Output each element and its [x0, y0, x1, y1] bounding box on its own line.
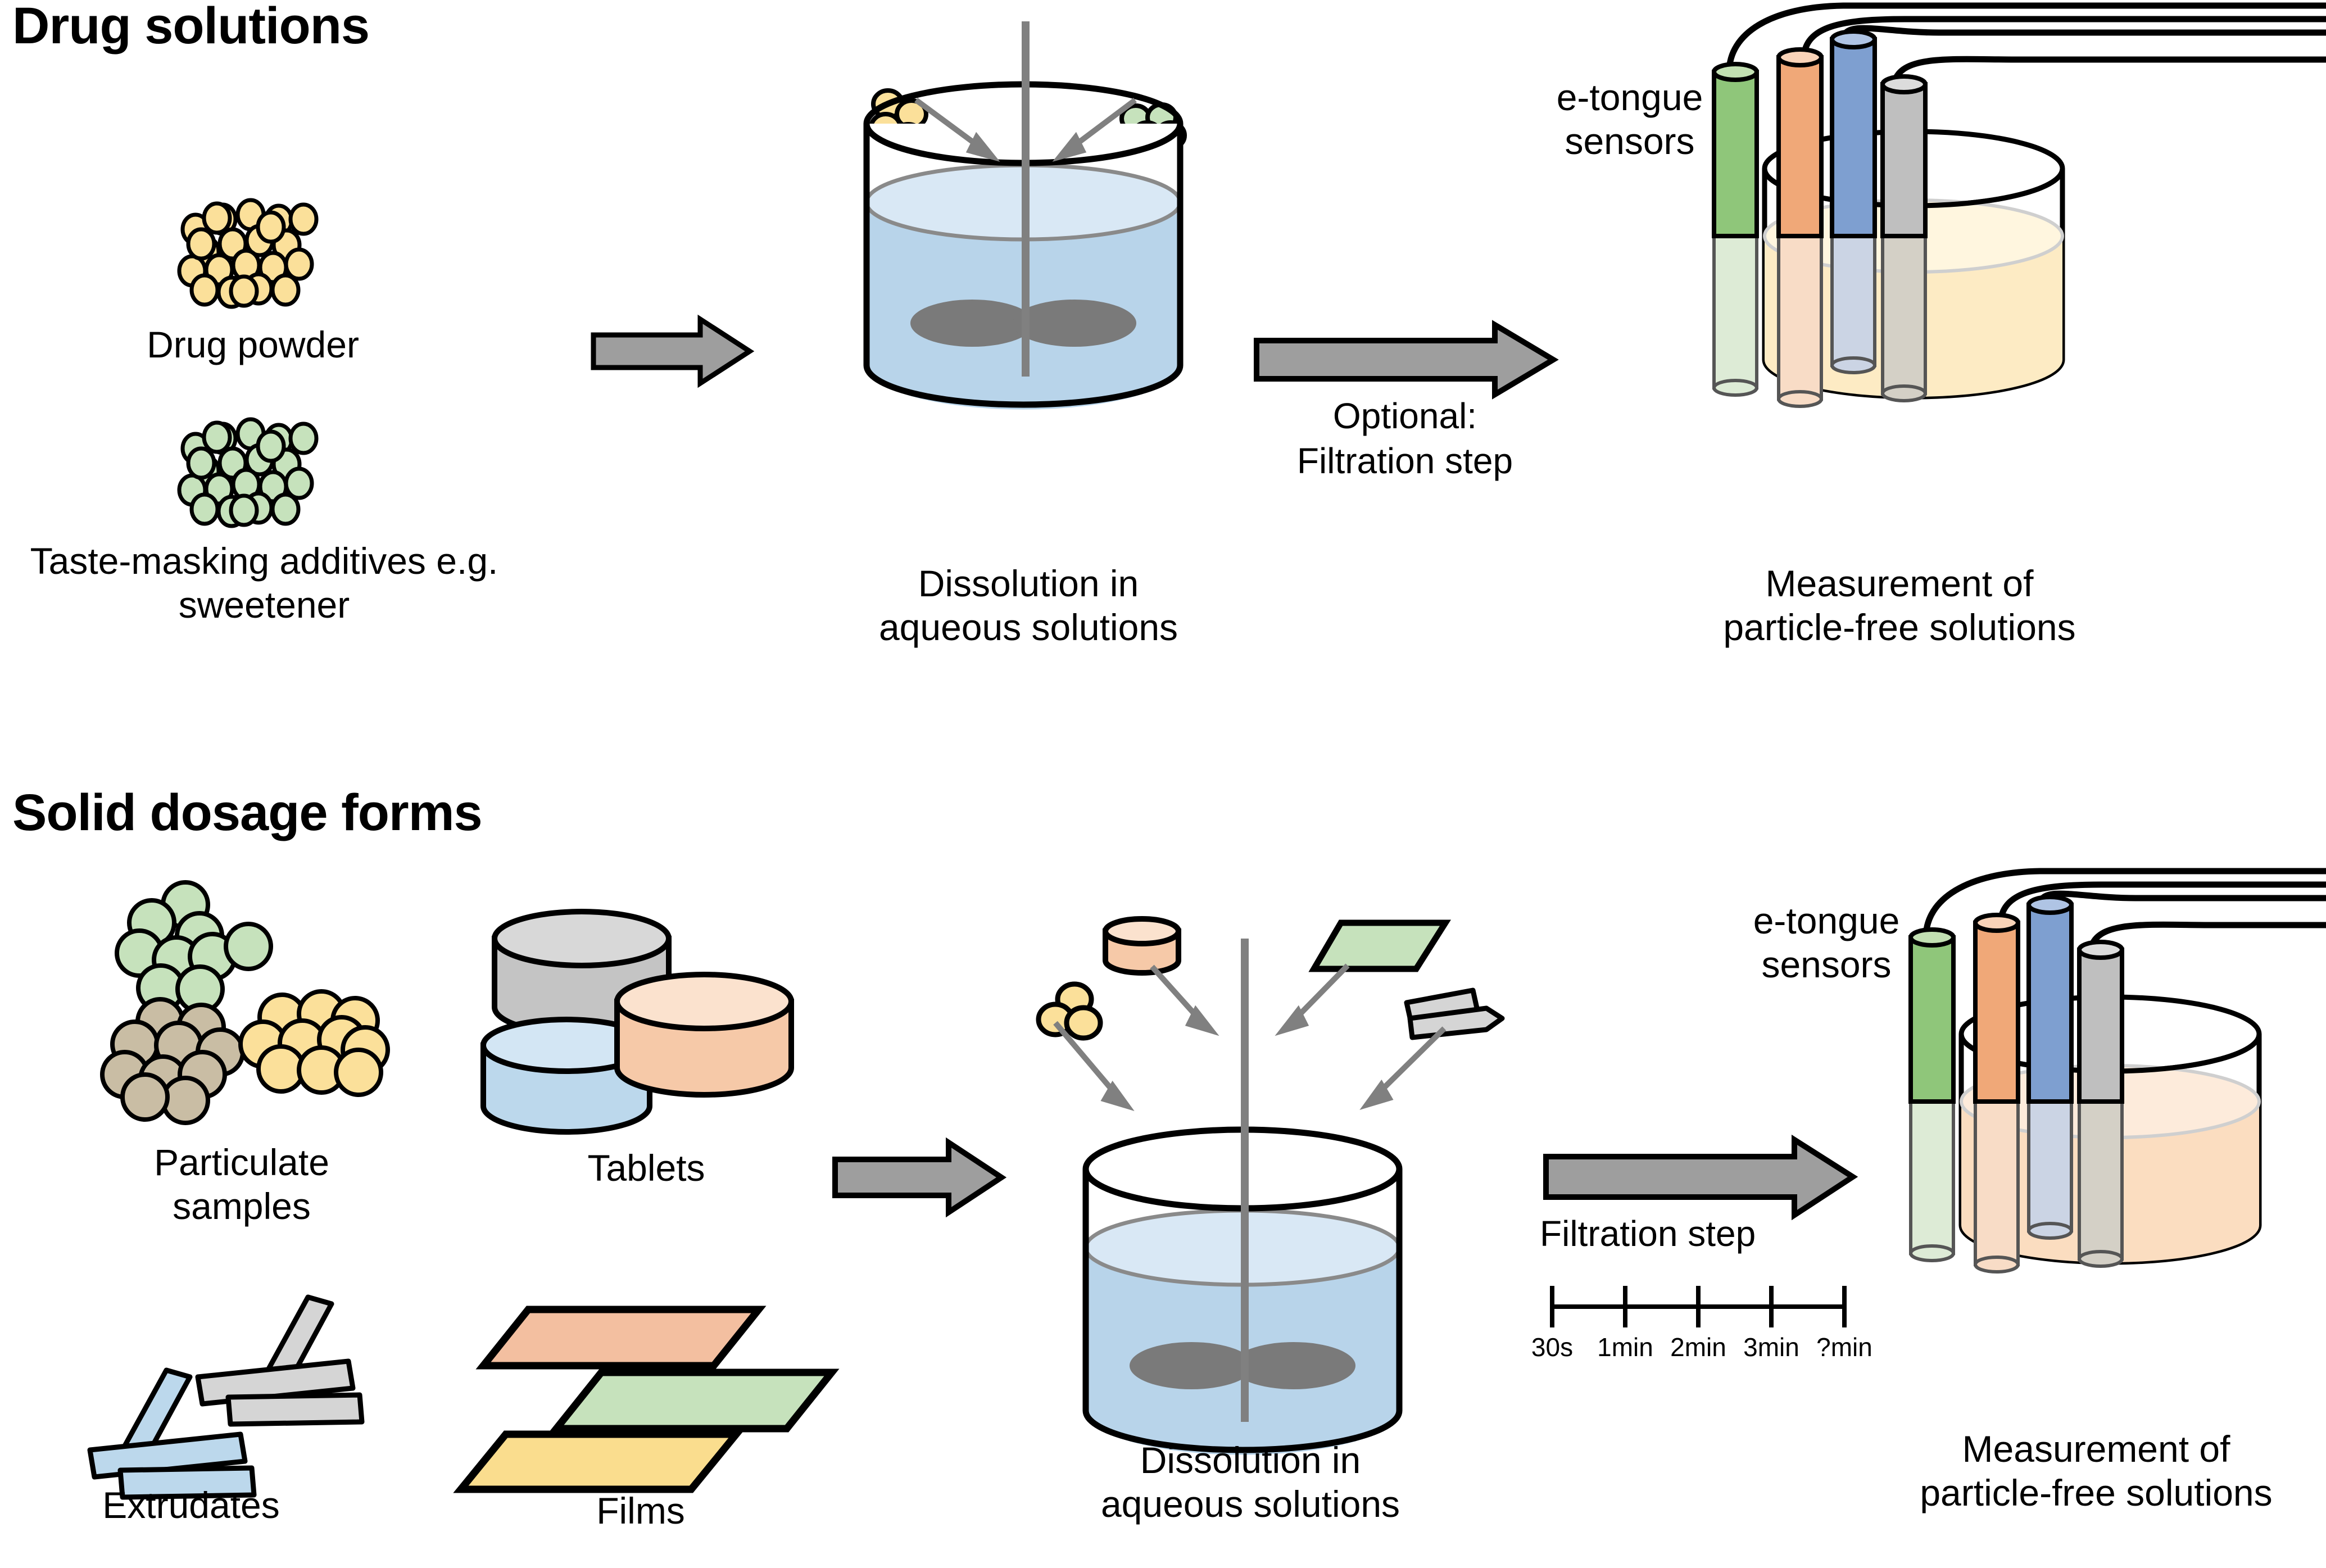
- feed-tablet-lower: [1099, 913, 1189, 986]
- timeline-tick-1: 1min: [1597, 1333, 1653, 1362]
- e-tongue-setup-1: [1658, 0, 2326, 534]
- dissolution-beaker-2: [1051, 939, 1447, 1568]
- material-label-taste-masking-additives: Taste-masking additives e.g. sweetener: [30, 540, 498, 626]
- particulate-samples-cluster: [100, 877, 393, 1130]
- material-label-tablets: Tablets: [587, 1147, 705, 1189]
- caption-measurement-2: Measurement of particle-free solutions: [1920, 1428, 2273, 1513]
- section-heading-solid-dosage-forms: Solid dosage forms: [12, 784, 483, 841]
- process-arrow-4: [1543, 1134, 1858, 1221]
- e-tongue-setup-2: [1855, 865, 2326, 1405]
- caption-dissolution-1: Dissolution in aqueous solutions: [878, 563, 1178, 648]
- arrow-label-filtration: Filtration step: [1540, 1213, 1756, 1254]
- timeline-tick-4: ?min: [1816, 1333, 1872, 1362]
- caption-dissolution-2: Dissolution in aqueous solutions: [1100, 1439, 1400, 1525]
- process-arrow-3: [832, 1137, 1007, 1218]
- label-e-tongue-sensors-1: e-tongue sensors: [1556, 76, 1703, 162]
- drug-powder-cluster: [169, 185, 337, 309]
- timeline-tick-0: 30s: [1531, 1333, 1574, 1362]
- caption-measurement-1: Measurement of particle-free solutions: [1723, 563, 2076, 648]
- extrudates-group: [87, 1287, 410, 1512]
- material-label-particulate-samples: Particulate samples: [154, 1141, 329, 1227]
- material-label-drug-powder: Drug powder: [147, 324, 359, 365]
- feed-extrudate-lower: [1402, 984, 1509, 1045]
- material-label-films: Films: [596, 1490, 685, 1531]
- process-arrow-2: [1253, 320, 1559, 400]
- label-e-tongue-sensors-2: e-tongue sensors: [1753, 900, 1900, 985]
- material-label-extrudates: Extrudates: [102, 1484, 280, 1526]
- timeline-tick-3: 3min: [1743, 1333, 1799, 1362]
- timeline-tick-2: 2min: [1670, 1333, 1726, 1362]
- section-heading-drug-solutions: Drug solutions: [12, 0, 370, 55]
- filtration-timeline: [1541, 1276, 1867, 1332]
- dissolution-beaker-1: [832, 17, 1225, 523]
- arrow-label-optional-filtration: Optional: Filtration step: [1296, 396, 1513, 481]
- feed-particles-lower: [1033, 979, 1112, 1058]
- tablets-group: [472, 899, 820, 1146]
- feed-film-lower: [1308, 917, 1452, 979]
- taste-masking-additives-cluster: [169, 405, 337, 528]
- process-arrow-1: [590, 314, 755, 388]
- films-group: [453, 1304, 840, 1495]
